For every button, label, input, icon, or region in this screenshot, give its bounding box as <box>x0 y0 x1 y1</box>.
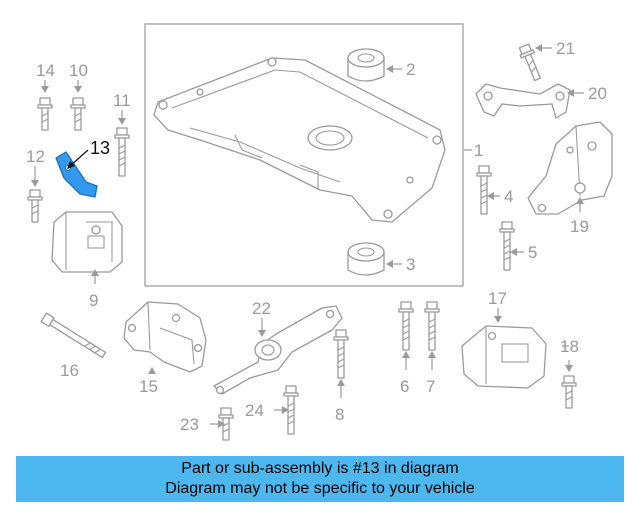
torque-arm-part-22[interactable] <box>213 305 343 395</box>
parts-diagram: 1 2 3 4 5 6 7 8 9 10 11 12 13 14 15 16 1… <box>26 23 613 441</box>
info-banner: Part or sub-assembly is #13 in diagram D… <box>16 456 624 502</box>
leader-lines <box>31 44 584 428</box>
callout-9: 9 <box>89 291 98 310</box>
transmission-mount-part-17[interactable] <box>461 325 547 389</box>
callout-16: 16 <box>60 361 79 380</box>
callout-24: 24 <box>245 401 264 420</box>
callout-20: 20 <box>588 84 607 103</box>
callout-22: 22 <box>252 299 271 318</box>
bolt-part-14[interactable] <box>37 97 53 131</box>
callout-3: 3 <box>406 255 415 274</box>
bracket-part-13[interactable] <box>55 151 98 198</box>
callout-23: 23 <box>180 415 199 434</box>
callout-11: 11 <box>113 91 131 110</box>
bolt-part-4[interactable] <box>476 165 492 215</box>
banner-line-2: Diagram may not be specific to your vehi… <box>165 480 475 497</box>
callout-5: 5 <box>528 243 537 262</box>
callout-7: 7 <box>426 377 435 396</box>
callout-14: 14 <box>36 61 55 80</box>
bracket-part-15[interactable] <box>123 301 207 373</box>
callout-17: 17 <box>488 289 507 308</box>
callout-2: 2 <box>406 60 415 79</box>
callout-1: 1 <box>474 141 483 160</box>
bolt-part-16[interactable] <box>40 312 107 359</box>
bushing-part-2[interactable] <box>347 48 385 82</box>
callout-4: 4 <box>504 187 513 206</box>
callout-19: 19 <box>570 217 589 236</box>
bushing-part-3[interactable] <box>347 242 385 276</box>
bolt-part-8[interactable] <box>333 329 349 379</box>
bolt-part-12[interactable] <box>27 189 43 223</box>
callout-21: 21 <box>556 39 575 58</box>
bolt-part-21[interactable] <box>518 43 544 82</box>
callout-6: 6 <box>400 377 409 396</box>
callout-15: 15 <box>139 377 158 396</box>
bolt-part-6[interactable] <box>398 301 414 351</box>
subframe-part-1[interactable] <box>153 57 446 223</box>
bolt-part-11[interactable] <box>114 127 130 177</box>
bolt-part-5[interactable] <box>499 221 515 271</box>
callout-10: 10 <box>69 61 88 80</box>
bolt-part-7[interactable] <box>424 301 440 351</box>
arm-bracket-part-20[interactable] <box>475 83 571 119</box>
callout-8: 8 <box>335 405 344 424</box>
subframe-group-box <box>144 23 464 287</box>
bolt-part-10[interactable] <box>70 97 86 131</box>
engine-mount-part-9[interactable] <box>51 211 123 273</box>
mount-bracket-part-19[interactable] <box>527 121 613 215</box>
callout-12: 12 <box>26 147 45 166</box>
bolt-part-18[interactable] <box>561 375 577 409</box>
callout-13: 13 <box>90 138 110 158</box>
banner-line-1: Part or sub-assembly is #13 in diagram <box>181 460 459 477</box>
callout-18: 18 <box>560 337 579 356</box>
